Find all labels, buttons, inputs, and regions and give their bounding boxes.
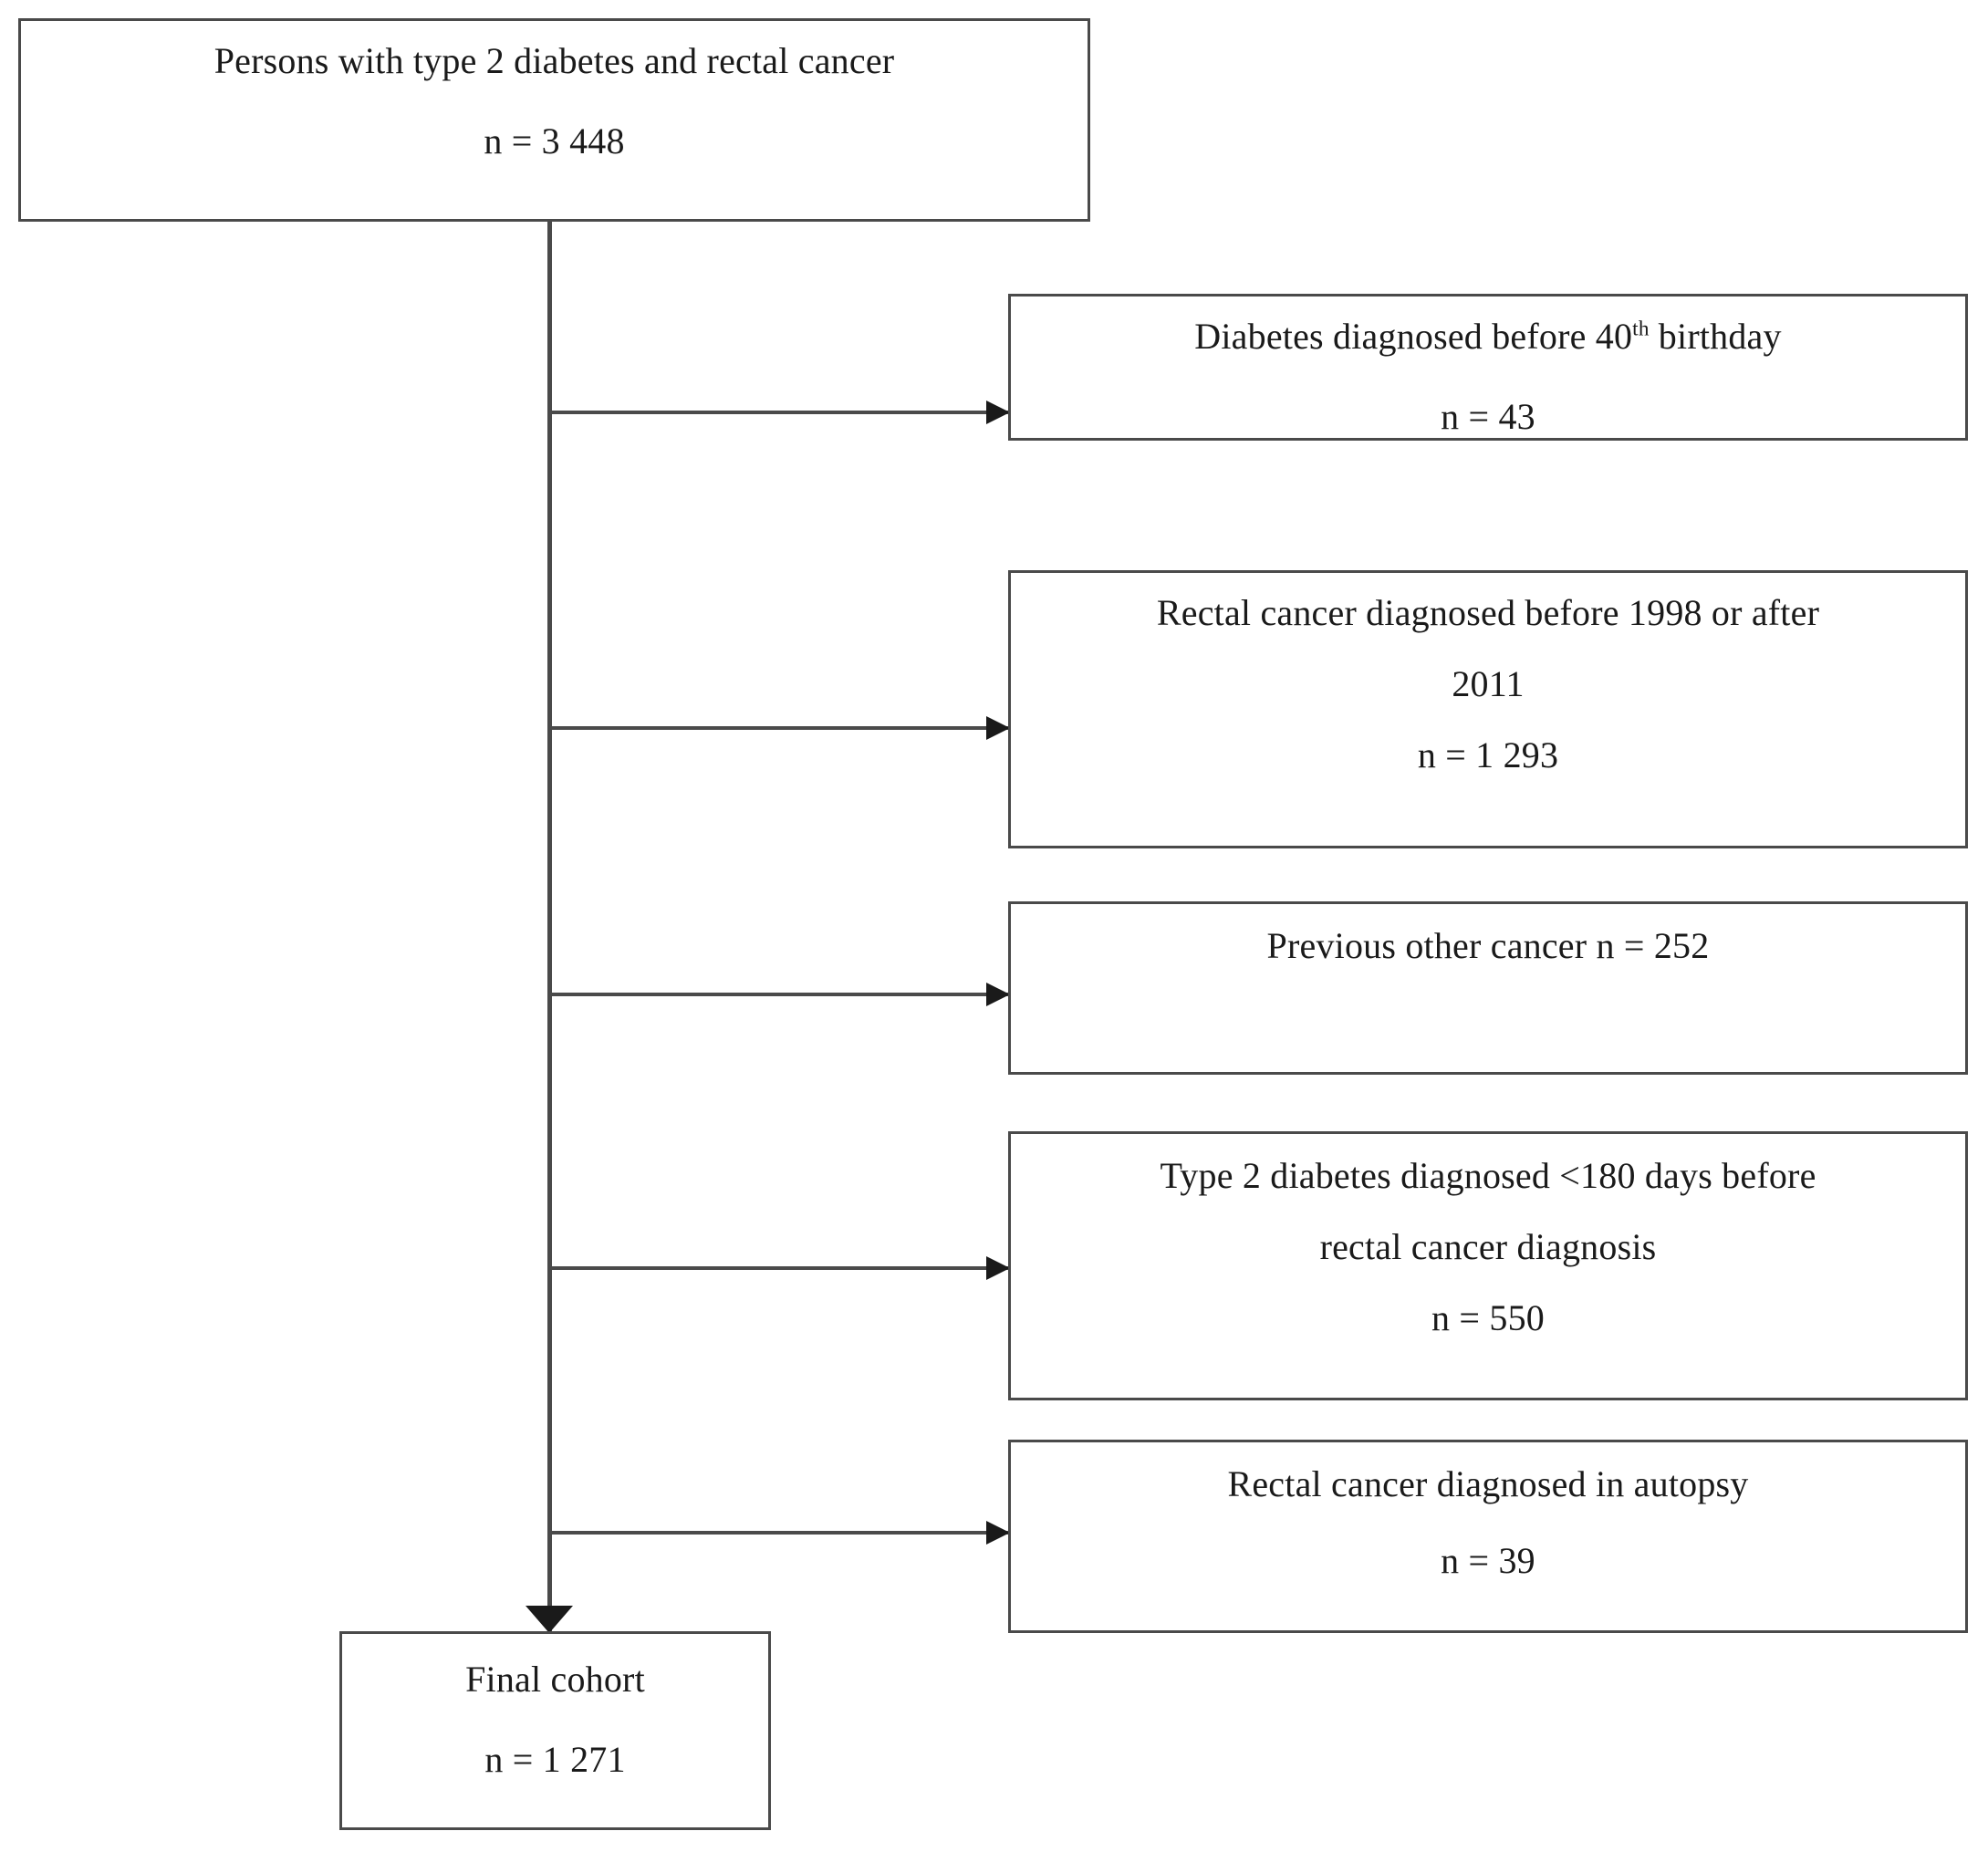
exclusion-label-4: Rectal cancer diagnosed in autopsy bbox=[1227, 1463, 1749, 1504]
exclusion-label-1: Rectal cancer diagnosed before 1998 or a… bbox=[1156, 592, 1820, 633]
branch-connector-4 bbox=[549, 1521, 1010, 1545]
exclusion-label-0: Diabetes diagnosed before 40th birthday bbox=[1194, 317, 1781, 357]
branch-connector-1 bbox=[549, 716, 1010, 740]
branch-connector-3 bbox=[549, 1256, 1010, 1280]
arrowhead-icon-1 bbox=[986, 716, 1010, 740]
branch-connector-2 bbox=[549, 983, 1010, 1006]
branch-connector-0 bbox=[549, 401, 1010, 424]
source-cohort-count: n = 3 448 bbox=[484, 120, 625, 161]
trunk-connector-line bbox=[547, 222, 552, 1631]
exclusion-count-1: n = 1 293 bbox=[1417, 734, 1559, 775]
source-cohort-box: Persons with type 2 diabetes and rectal … bbox=[18, 18, 1090, 222]
exclusion-count-4: n = 39 bbox=[1441, 1540, 1535, 1581]
exclusion-label-1-line2: 2011 bbox=[1452, 663, 1525, 704]
exclusion-label-0-superscript: th bbox=[1632, 317, 1650, 341]
exclusion-label-0-tail: birthday bbox=[1649, 316, 1782, 357]
exclusion-label-3: Type 2 diabetes diagnosed <180 days befo… bbox=[1160, 1155, 1816, 1196]
exclusion-label-2: Previous other cancer n = 252 bbox=[1266, 925, 1710, 966]
final-cohort-box: Final cohort n = 1 271 bbox=[339, 1631, 771, 1830]
arrowhead-icon-3 bbox=[986, 1256, 1010, 1280]
arrowhead-icon-4 bbox=[986, 1521, 1010, 1545]
exclusion-label-0-head: Diabetes diagnosed before 40 bbox=[1194, 316, 1633, 357]
trunk-arrowhead-icon bbox=[526, 1606, 573, 1633]
source-cohort-label: Persons with type 2 diabetes and rectal … bbox=[213, 40, 895, 81]
exclusion-box-diabetes-before-40: Diabetes diagnosed before 40th birthday … bbox=[1008, 294, 1968, 441]
final-cohort-label: Final cohort bbox=[465, 1659, 645, 1700]
arrowhead-icon-2 bbox=[986, 983, 1010, 1006]
final-cohort-count: n = 1 271 bbox=[484, 1739, 626, 1780]
arrowhead-icon-0 bbox=[986, 401, 1010, 424]
exclusion-box-diabetes-within-180-days: Type 2 diabetes diagnosed <180 days befo… bbox=[1008, 1131, 1968, 1400]
exclusion-box-previous-other-cancer: Previous other cancer n = 252 bbox=[1008, 901, 1968, 1075]
exclusion-box-autopsy-diagnosis: Rectal cancer diagnosed in autopsy n = 3… bbox=[1008, 1440, 1968, 1633]
exclusion-count-3: n = 550 bbox=[1431, 1297, 1545, 1338]
exclusion-label-3-line2: rectal cancer diagnosis bbox=[1319, 1226, 1657, 1267]
exclusion-count-0: n = 43 bbox=[1441, 396, 1535, 437]
exclusion-box-rectal-cancer-date-range: Rectal cancer diagnosed before 1998 or a… bbox=[1008, 570, 1968, 848]
